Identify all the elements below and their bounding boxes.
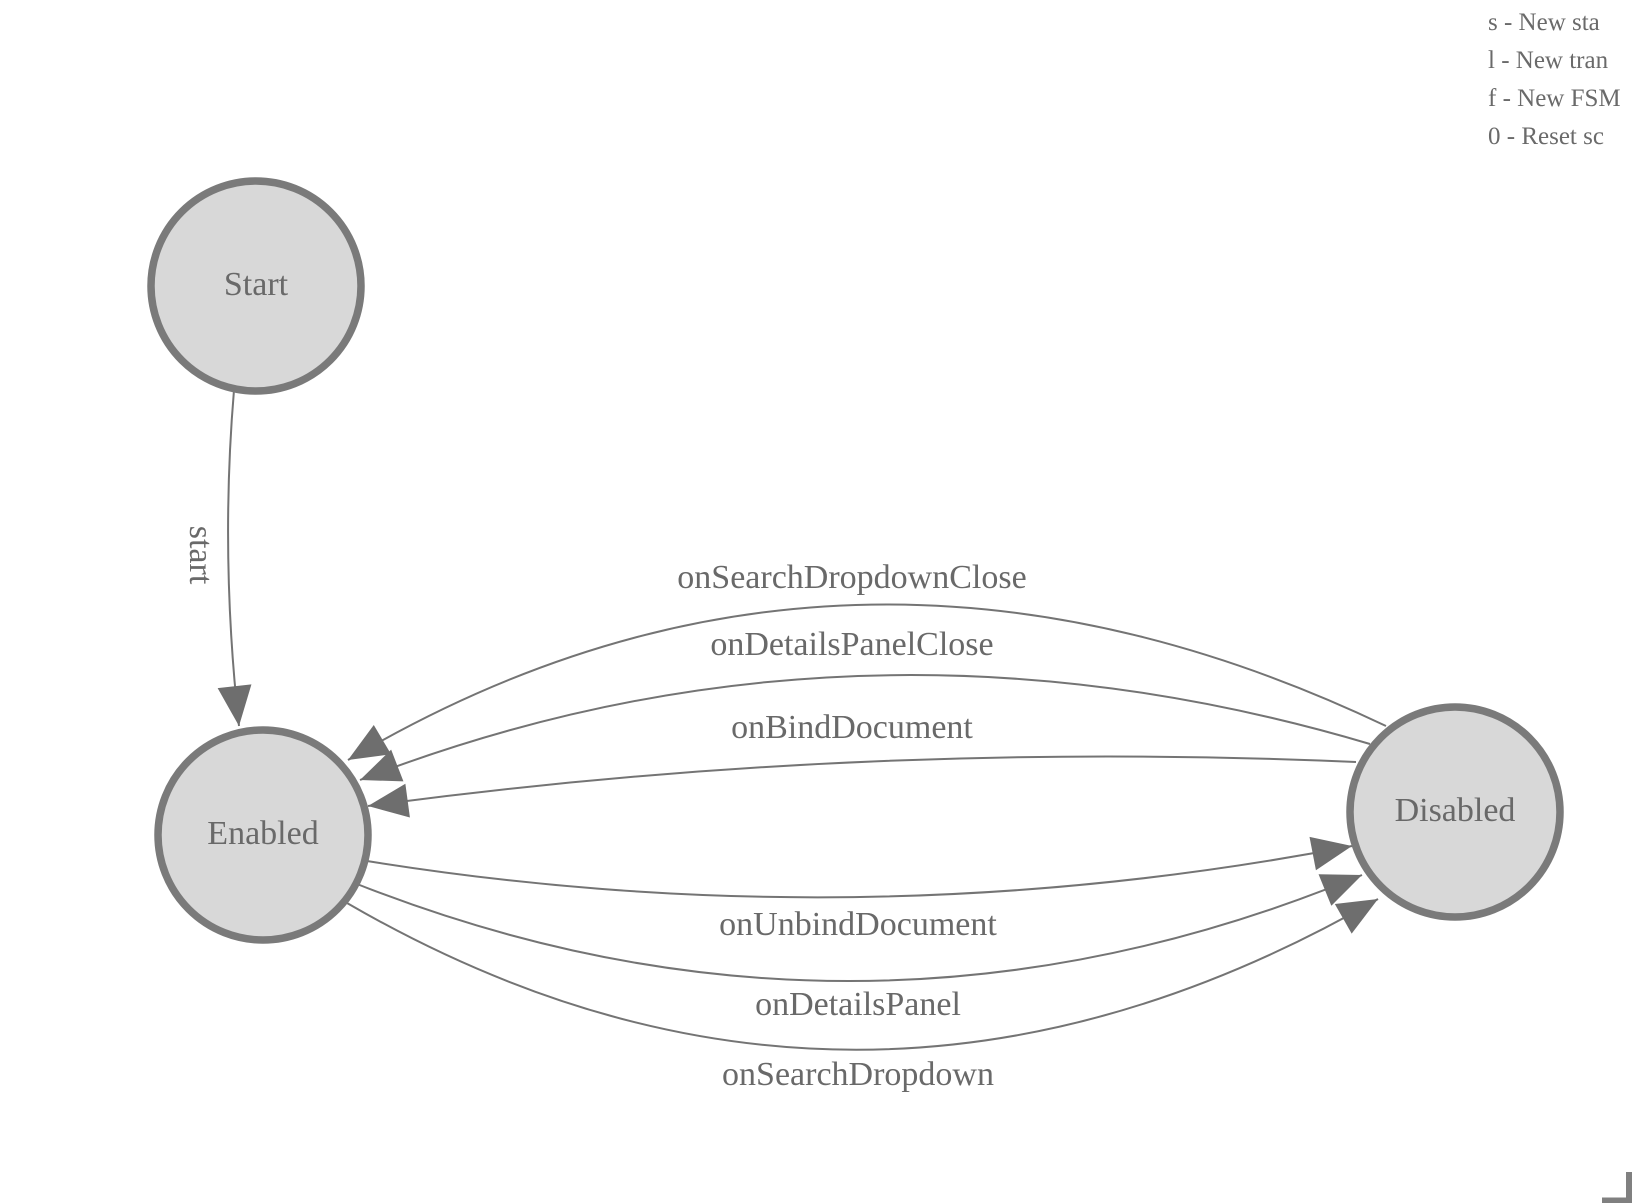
arrowhead (360, 749, 404, 782)
arrowhead (348, 725, 392, 760)
legend-item-new-fsm: f - New FSM (1488, 85, 1621, 112)
node-start: Start (147, 177, 365, 395)
resize-corner-icon[interactable] (1602, 1172, 1632, 1203)
node-start-circle[interactable] (147, 177, 365, 395)
edge-on-bind-document: onBindDocument (367, 709, 1357, 818)
node-enabled: Enabled (154, 726, 372, 944)
arrowhead (1318, 874, 1362, 906)
edge-label-start: start (182, 526, 219, 585)
node-disabled-label: Disabled (1395, 792, 1516, 829)
edge-label-on-bind-document: onBindDocument (731, 709, 973, 746)
edge-label-on-search-dropdown: onSearchDropdown (722, 1056, 994, 1093)
node-disabled-circle[interactable] (1346, 703, 1564, 921)
legend-item-new-transition: l - New tran (1488, 47, 1609, 74)
edge-on-unbind-document: onUnbindDocument (366, 836, 1353, 943)
edge-on-search-dropdown-line[interactable] (346, 898, 1379, 1051)
arrowhead (1334, 899, 1378, 934)
edge-on-details-panel-close-line[interactable] (359, 674, 1371, 781)
arrowhead (217, 684, 252, 726)
edge-on-details-panel-line[interactable] (356, 874, 1363, 983)
edge-start: start (182, 389, 252, 727)
node-start-label: Start (224, 266, 289, 303)
node-disabled: Disabled (1346, 703, 1564, 921)
edge-on-details-panel-close: onDetailsPanelClose (359, 626, 1371, 782)
edge-on-unbind-document-line[interactable] (366, 845, 1353, 899)
edge-label-on-search-dropdown-close: onSearchDropdownClose (677, 559, 1026, 596)
edge-on-search-dropdown-close: onSearchDropdownClose (347, 559, 1387, 761)
edge-label-on-unbind-document: onUnbindDocument (719, 906, 997, 943)
edge-on-search-dropdown: onSearchDropdown (346, 898, 1379, 1093)
arrowhead (368, 783, 410, 818)
edge-label-on-details-panel-close: onDetailsPanelClose (710, 626, 993, 663)
edge-label-on-details-panel: onDetailsPanel (755, 986, 961, 1023)
arrowhead (1309, 836, 1352, 871)
node-enabled-label: Enabled (207, 815, 318, 852)
edge-start-line[interactable] (227, 389, 240, 727)
legend-item-reset: 0 - Reset sc (1488, 123, 1604, 150)
shortcuts-legend: s - New sta l - New tran f - New FSM 0 -… (1488, 9, 1621, 150)
edge-on-bind-document-line[interactable] (367, 755, 1357, 807)
node-enabled-circle[interactable] (154, 726, 372, 944)
edge-on-search-dropdown-close-line[interactable] (347, 603, 1387, 761)
legend-item-new-state: s - New sta (1488, 9, 1600, 36)
edge-on-details-panel: onDetailsPanel (356, 874, 1363, 1023)
